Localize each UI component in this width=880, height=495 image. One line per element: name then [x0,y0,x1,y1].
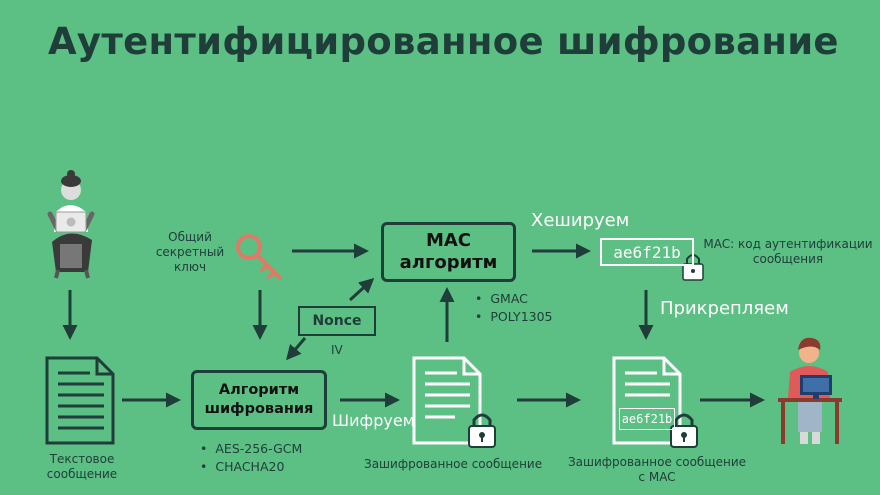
encryption-algorithm-item: AES-256-GCM [200,440,302,458]
attach-label: Прикрепляем [660,298,789,319]
shared-key-label: Общий секретный ключ [155,230,225,274]
ciphertext-label: Зашифрованное сообщение [364,457,543,471]
recipient-icon [778,337,842,444]
mac-algorithms-list: GMAC POLY1305 [475,290,553,326]
hash-label: Хешируем [531,210,630,231]
ciphertext-document-icon [412,356,482,445]
arrows [62,243,765,408]
ciphertext-mac-label: Зашифрованное сообщение с MAC [567,455,747,484]
ciphertext-mac-document-icon [612,356,682,445]
encryption-algorithm-box: Алгоритм шифрования [191,370,327,430]
attached-mac-box: ae6f21b [619,408,675,430]
encrypt-label: Шифруем [332,411,415,430]
arrow-nonce-to-encryption [286,337,307,361]
encryption-algorithm-label: Алгоритм шифрования [204,382,314,417]
user-icon [47,170,95,279]
iv-label: IV [331,343,343,357]
lock-icon [468,413,496,448]
lock-icon [670,413,698,448]
encryption-algorithm-item: CHACHA20 [200,458,302,476]
mac-algorithm-label: MAC алгоритм [399,230,498,273]
page-title: Аутентифицированное шифрование [48,20,839,63]
plaintext-document-icon [45,356,115,445]
attached-mac-value: ae6f21b [621,412,673,426]
nonce-label: Nonce [312,313,362,329]
mac-algorithm-item: GMAC [475,290,553,308]
mac-algorithm-box: MAC алгоритм [381,222,516,282]
nonce-box: Nonce [298,306,376,336]
plaintext-label: Текстовое сообщение [46,452,118,481]
arrow-nonce-to-mac [348,277,375,302]
mac-value-box: ae6f21b [600,238,694,266]
mac-description-label: MAC: код аутентификации сообщения [703,237,873,266]
mac-algorithm-item: POLY1305 [475,308,552,326]
encryption-algorithms-list: AES-256-GCM CHACHA20 [200,440,302,476]
key-icon [236,234,282,280]
mac-value: ae6f21b [613,242,681,262]
